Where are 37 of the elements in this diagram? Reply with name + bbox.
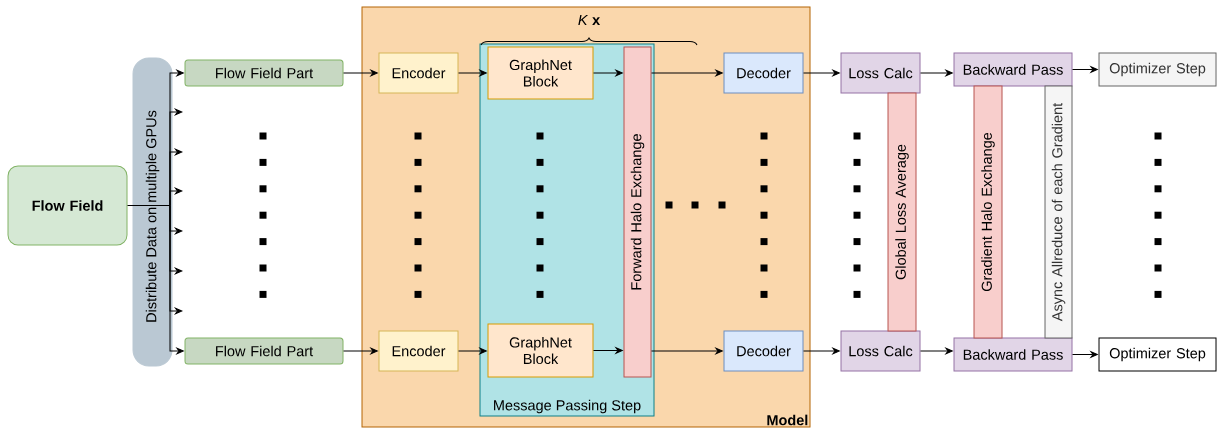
exchange-bar: Gradient Halo Exchange bbox=[973, 85, 1003, 339]
arrow bbox=[169, 205, 184, 355]
decoder-box: Decoder bbox=[723, 330, 804, 372]
average-bar: Global Loss Average bbox=[887, 92, 917, 332]
loss-box: Loss Calc bbox=[840, 52, 921, 94]
arrow bbox=[803, 69, 840, 77]
arrow bbox=[343, 347, 378, 355]
arrow bbox=[803, 347, 840, 355]
data-part-box: Flow Field Part bbox=[184, 59, 344, 87]
allreduce-bar: Async Allreduce of each Gradient bbox=[1044, 85, 1073, 339]
exchange-bar: Forward Halo Exchange bbox=[623, 46, 652, 378]
optimizer-box: Optimizer Step bbox=[1098, 337, 1217, 372]
distribution-bar: Distribute Data on multiple GPUs bbox=[132, 57, 173, 367]
arrow bbox=[920, 69, 953, 77]
loss-box: Loss Calc bbox=[840, 330, 921, 372]
arrow bbox=[1072, 351, 1098, 358]
repeat-label: K x bbox=[578, 15, 601, 25]
arrow bbox=[343, 69, 378, 77]
arrow bbox=[458, 69, 487, 77]
optimizer-box: Optimizer Step bbox=[1098, 52, 1217, 87]
encoder-box: Encoder bbox=[378, 52, 459, 94]
arrow bbox=[593, 347, 623, 354]
arrow bbox=[651, 347, 723, 355]
arrow bbox=[593, 69, 623, 77]
encoder-box: Encoder bbox=[378, 330, 459, 372]
backward-box: Backward Pass bbox=[953, 337, 1073, 372]
decoder-box: Decoder bbox=[723, 52, 804, 94]
data-part-box: Flow Field Part bbox=[184, 337, 344, 365]
arrow bbox=[169, 187, 183, 206]
arrow bbox=[920, 347, 953, 355]
arrow bbox=[458, 347, 487, 355]
block-box: GraphNet Block bbox=[487, 46, 594, 100]
backward-box: Backward Pass bbox=[953, 52, 1073, 87]
arrow bbox=[651, 69, 723, 77]
data-box: Flow Field bbox=[7, 165, 128, 246]
arrow bbox=[1072, 66, 1098, 73]
block-box: GraphNet Block bbox=[487, 323, 594, 378]
